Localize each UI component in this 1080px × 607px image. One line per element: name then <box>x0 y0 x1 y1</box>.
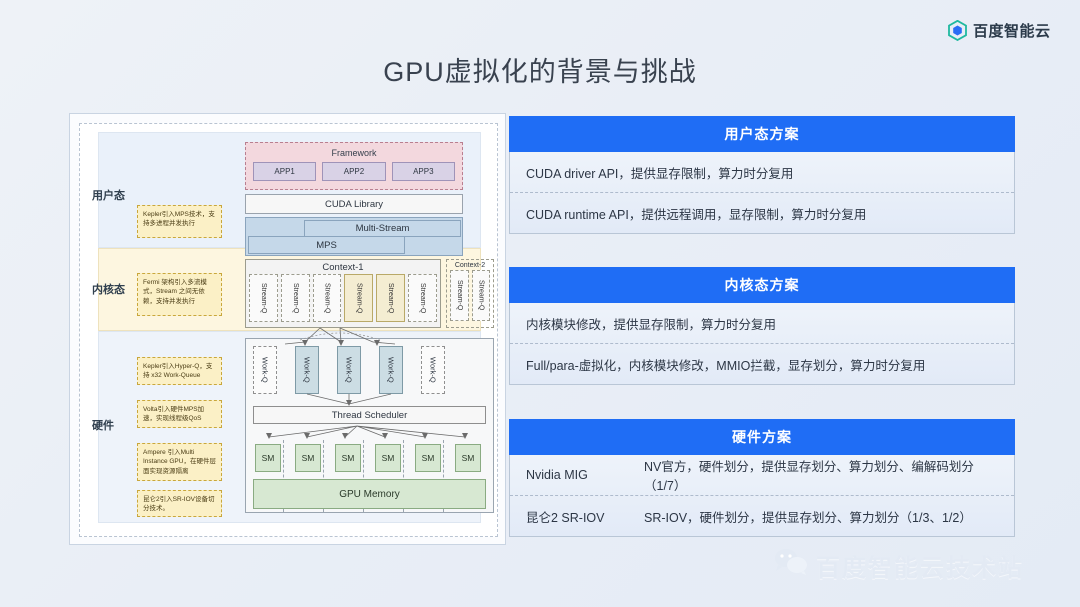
panel-title: 内核态方案 <box>509 267 1015 303</box>
hexagon-logo-icon <box>948 19 967 42</box>
sm-block: SM <box>375 444 401 472</box>
diagram-inner-frame: 用户态 内核态 硬件 Kepler引入MPS技术，支持多进程并发执行 Fermi… <box>79 123 498 537</box>
cuda-library-block: CUDA Library <box>245 194 463 214</box>
context-1-block: Context-1 Stream-Q Stream-Q Stream-Q Str… <box>245 259 441 328</box>
partition-divider <box>323 440 324 512</box>
partition-divider <box>403 440 404 512</box>
row-value: SR-IOV，硬件划分，提供显存划分、算力划分（1/3、1/2） <box>644 510 972 525</box>
context-1-queues: Stream-Q Stream-Q Stream-Q Stream-Q Stre… <box>246 274 440 325</box>
row-value: CUDA driver API，提供显存限制，算力时分复用 <box>526 166 794 181</box>
app-box-2: APP2 <box>322 162 386 181</box>
sm-block: SM <box>455 444 481 472</box>
panel-body: 内核模块修改，提供显存限制，算力时分复用 Full/para-虚拟化，内核模块修… <box>509 303 1015 385</box>
watermark: 百度智能云技术站 <box>774 548 1024 583</box>
thread-scheduler-block: Thread Scheduler <box>253 406 486 424</box>
context-2-block: Context-2 Stream-Q Stream-Q <box>446 259 494 328</box>
scheduler-to-sm-connectors <box>266 425 468 439</box>
watermark-text: 百度智能云技术站 <box>816 555 1024 582</box>
stream-q: Stream-Q <box>312 274 342 322</box>
multi-stream-block: Multi-Stream <box>304 220 461 237</box>
sm-block: SM <box>295 444 321 472</box>
context-1-label: Context-1 <box>322 262 364 273</box>
annotation-ampere-mig: Ampere 引入Multi Instance GPU，在硬件层面实现资源隔离 <box>137 443 222 481</box>
stream-q-active: Stream-Q <box>376 274 406 322</box>
layer-label-hardware: 硬件 <box>92 420 114 432</box>
partition-divider <box>283 440 284 512</box>
gpu-architecture-diagram: 用户态 内核态 硬件 Kepler引入MPS技术，支持多进程并发执行 Fermi… <box>69 113 506 545</box>
stream-q: Stream-Q <box>249 274 278 322</box>
table-row[interactable]: Full/para-虚拟化，内核模块修改，MMIO拦截，显存划分，算力时分复用 <box>510 343 1014 384</box>
row-key: 昆仑2 SR-IOV <box>526 510 605 525</box>
panel-hardware-solutions: 硬件方案 Nvidia MIG NV官方，硬件划分，提供显存划分、算力划分、编解… <box>509 419 1015 537</box>
panel-kernel-mode-solutions: 内核态方案 内核模块修改，提供显存限制，算力时分复用 Full/para-虚拟化… <box>509 267 1015 385</box>
annotation-fermi-multistream: Fermi 架构引入多流模式，Stream 之间无依赖，支持并发执行 <box>137 273 222 316</box>
sm-block: SM <box>335 444 361 472</box>
layer-label-user-mode: 用户态 <box>92 190 125 202</box>
work-q-2-active: Work-Q <box>295 346 319 394</box>
workq-to-scheduler-connectors <box>306 393 392 406</box>
table-row[interactable]: 内核模块修改，提供显存限制，算力时分复用 <box>510 303 1014 343</box>
table-row[interactable]: 昆仑2 SR-IOV SR-IOV，硬件划分，提供显存划分、算力划分（1/3、1… <box>510 495 1014 536</box>
stream-q: Stream-Q <box>280 274 310 322</box>
wechat-icon <box>774 548 808 583</box>
mps-block: MPS <box>248 236 405 254</box>
panel-user-mode-solutions: 用户态方案 CUDA driver API，提供显存限制，算力时分复用 CUDA… <box>509 116 1015 234</box>
panel-title: 用户态方案 <box>509 116 1015 152</box>
work-q-5: Work-Q <box>421 346 445 394</box>
sm-block: SM <box>255 444 281 472</box>
app-box-1: APP1 <box>253 162 317 181</box>
brand-logo: 百度智能云 <box>948 19 1051 42</box>
context-2-queues: Stream-Q Stream-Q <box>447 270 493 324</box>
stream-q: Stream-Q <box>471 270 490 321</box>
partition-divider <box>443 440 444 512</box>
panel-title: 硬件方案 <box>509 419 1015 455</box>
table-row[interactable]: CUDA runtime API，提供远程调用，显存限制，算力时分复用 <box>510 192 1014 233</box>
work-q-3-active: Work-Q <box>337 346 361 394</box>
context-2-label: Context-2 <box>454 262 486 269</box>
framework-label: Framework <box>331 148 377 158</box>
app-list: APP1 APP2 APP3 <box>249 162 459 184</box>
stream-q: Stream-Q <box>450 270 469 321</box>
page-title: GPU虚拟化的背景与挑战 <box>383 57 697 87</box>
work-q-4-active: Work-Q <box>379 346 403 394</box>
work-q-1: Work-Q <box>253 346 277 394</box>
annotation-kunlun2-sriov: 昆仑2引入SR-IOV设备切分技术。 <box>137 490 222 517</box>
layer-label-kernel-mode: 内核态 <box>92 284 125 296</box>
stream-q-active: Stream-Q <box>344 274 374 322</box>
panel-body: Nvidia MIG NV官方，硬件划分，提供显存划分、算力划分、编解码划分（1… <box>509 455 1015 537</box>
annotation-volta-hw-mps: Volta引入硬件MPS加速，实现线程级QoS <box>137 400 222 428</box>
row-value: NV官方，硬件划分，提供显存划分、算力划分、编解码划分（1/7） <box>644 460 974 493</box>
stream-q: Stream-Q <box>408 274 437 322</box>
partition-divider <box>363 440 364 512</box>
row-key: Nvidia MIG <box>526 468 588 482</box>
annotation-kepler-mps: Kepler引入MPS技术，支持多进程并发执行 <box>137 205 222 238</box>
table-row[interactable]: CUDA driver API，提供显存限制，算力时分复用 <box>510 152 1014 192</box>
brand-name: 百度智能云 <box>973 23 1051 40</box>
annotation-kepler-hyperq: Kepler引入Hyper-Q，支持 x32 Work-Queue <box>137 357 222 385</box>
table-row[interactable]: Nvidia MIG NV官方，硬件划分，提供显存划分、算力划分、编解码划分（1… <box>510 455 1014 495</box>
row-value: CUDA runtime API，提供远程调用，显存限制，算力时分复用 <box>526 207 867 222</box>
row-value: 内核模块修改，提供显存限制，算力时分复用 <box>526 317 777 332</box>
framework-block: Framework APP1 APP2 APP3 <box>245 142 463 190</box>
row-value: Full/para-虚拟化，内核模块修改，MMIO拦截，显存划分，算力时分复用 <box>526 358 926 373</box>
app-box-3: APP3 <box>391 162 455 181</box>
panel-body: CUDA driver API，提供显存限制，算力时分复用 CUDA runti… <box>509 152 1015 234</box>
sm-block: SM <box>415 444 441 472</box>
stream-to-workq-connectors <box>284 327 396 346</box>
gpu-memory-block: GPU Memory <box>253 479 486 509</box>
